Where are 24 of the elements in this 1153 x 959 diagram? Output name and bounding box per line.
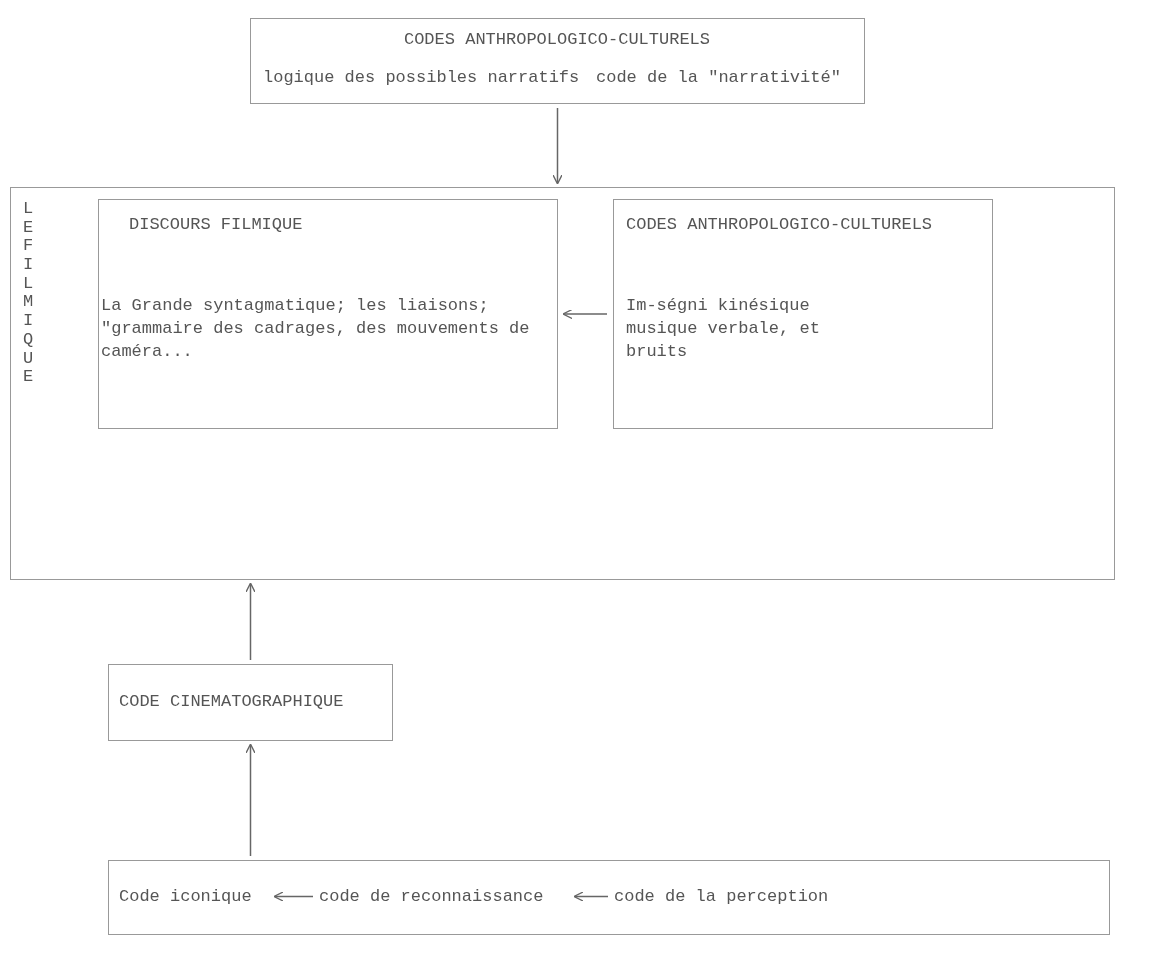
box-text: logique des possibles narratifs: [263, 67, 581, 89]
code-box: [250, 18, 865, 104]
box-text: code de la "narrativité": [596, 67, 842, 89]
box-heading: CODES ANTHROPOLOGICO-CULTURELS: [402, 29, 712, 51]
arrow: [552, 107, 563, 185]
box-heading: DISCOURS FILMIQUE: [129, 214, 304, 236]
code-label: code de la perception: [614, 887, 854, 906]
arrow: [245, 582, 256, 661]
code-box: [613, 199, 993, 429]
container-box: [10, 187, 1115, 580]
code-label: Code iconique: [119, 887, 269, 906]
box-heading: CODE CINEMATOGRAPHIQUE: [119, 691, 345, 713]
arrow: [273, 891, 314, 902]
code-label: code de reconnaissance: [319, 887, 569, 906]
vertical-title: LE FILMIQUE: [23, 200, 35, 387]
box-heading: CODES ANTHROPOLOGICO-CULTURELS: [626, 214, 934, 236]
arrow: [573, 891, 609, 902]
box-text: Im-ségni kinésique musique verbale, et bruits: [626, 295, 821, 363]
arrow: [562, 308, 608, 320]
arrow: [245, 743, 256, 857]
code-box: [98, 199, 558, 429]
code-box: [108, 860, 1110, 935]
box-text: La Grande syntagmatique; les liaisons; "grammaire des cadrages, des mouvements de caméra...: [101, 295, 531, 363]
code-box: [108, 664, 393, 741]
